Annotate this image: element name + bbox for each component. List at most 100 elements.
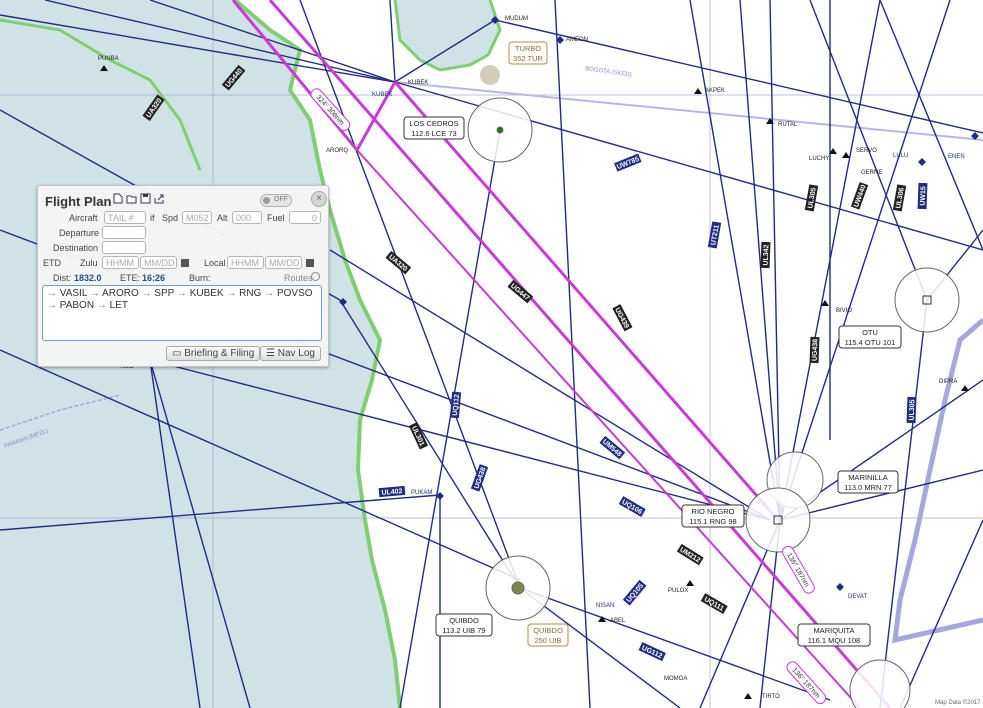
navaid-freq: 113.0 MRN 77 xyxy=(844,483,892,492)
distance-label: Dist: xyxy=(53,273,71,283)
ete-value: 16:26 xyxy=(142,273,166,283)
aircraft-input[interactable]: TAIL # xyxy=(104,211,146,224)
zulu-date-input[interactable]: MM/DD xyxy=(140,256,177,269)
waypoint-label: KUBEK xyxy=(372,92,392,98)
waypoint-label: ABEL xyxy=(610,618,626,624)
airway-label: UT211 xyxy=(710,224,720,246)
route-arrow-icon: → xyxy=(141,288,152,299)
ete-label: ETE: xyxy=(120,273,141,283)
coastline-gulf xyxy=(0,18,202,171)
route-waypoint: SPP xyxy=(154,288,175,299)
altitude-input[interactable]: 000 xyxy=(232,211,262,224)
waypoint-label: ARORQ xyxy=(326,148,348,154)
routes-settings-icon[interactable] xyxy=(311,272,320,281)
vor-compass-rose-mariquita xyxy=(849,659,911,708)
copyright-label: Map Data ©2017 xyxy=(935,699,981,706)
vor-compass-rose-los-cedros xyxy=(467,97,533,163)
navaid-name: QUIBDO xyxy=(533,626,563,635)
waypoint-label: GERNE xyxy=(861,170,882,176)
navaid-freq: 116.1 MQU 108 xyxy=(808,636,860,645)
navaid-name: RIO NEGRO xyxy=(692,507,735,516)
waypoint-label: ENEN xyxy=(948,154,965,160)
calendar-icon[interactable] xyxy=(181,259,189,267)
waypoint-label: LUCHY xyxy=(809,156,829,162)
fir-boundary xyxy=(892,318,983,644)
share-icon[interactable] xyxy=(154,193,165,204)
route-leg-label: 136° 187nm xyxy=(790,666,821,700)
waypoint-label: MUDUM xyxy=(505,16,528,22)
briefing-filing-button[interactable]: ▭ Briefing & Filing xyxy=(166,346,261,361)
ndb-turbo-symbol xyxy=(480,65,500,85)
departure-label: Departure xyxy=(59,228,100,238)
fir-label: BOGOTA (SKED) xyxy=(585,66,632,78)
route-waypoint: ARORO xyxy=(102,288,139,299)
navaid-freq: 112.6 LCE 73 xyxy=(411,129,456,138)
waypoint-label: RUTAL xyxy=(778,122,798,128)
zulu-time-input[interactable]: HHMM xyxy=(102,256,139,269)
fuel-input[interactable]: 0 xyxy=(289,211,321,224)
waypoint-label: MOMGA xyxy=(664,676,687,682)
waypoint-label: PUNBA xyxy=(98,56,119,62)
waypoint-label: KILO xyxy=(120,364,134,370)
toggle-label: OFF xyxy=(274,196,288,203)
route-waypoint: RNG xyxy=(239,288,262,299)
navaid-name: QUIBDO xyxy=(449,616,479,625)
waypoint-label: TIRTO xyxy=(762,694,780,700)
waypoint-label: BIVIO xyxy=(836,308,852,314)
waypoint-triangles xyxy=(100,65,969,699)
print-icon: ▭ xyxy=(172,348,185,359)
navaid-name: MARIQUITA xyxy=(813,626,854,635)
distance-value: 1832.0 xyxy=(74,273,102,283)
land-area-north xyxy=(395,0,500,70)
navaid-box-group: TURBO 352 TUR LOS CEDROS 112.6 LCE 73 OT… xyxy=(403,41,902,647)
waypoint-label: PUKAM xyxy=(411,490,432,496)
new-document-icon[interactable] xyxy=(112,193,123,204)
route-arrow-icon: → xyxy=(47,300,57,311)
route-arrow-icon: → xyxy=(47,288,57,299)
airway-label: UL306 xyxy=(895,187,906,209)
speed-input[interactable]: M052 xyxy=(182,211,212,224)
route-arrow-icon: → xyxy=(264,288,275,299)
departure-input[interactable] xyxy=(102,226,146,239)
save-icon[interactable] xyxy=(140,193,151,204)
airway-label: UL342 xyxy=(763,244,771,265)
local-date-input[interactable]: MM/DD xyxy=(265,256,302,269)
coastline-north xyxy=(393,0,502,72)
burn-label: Burn: xyxy=(189,273,211,283)
nav-log-label: Nav Log xyxy=(277,348,315,359)
navaid-name: OTU xyxy=(862,328,878,337)
waypoint-label: KUBEK xyxy=(408,80,428,86)
aircraft-label: Aircraft xyxy=(69,213,98,223)
route-arrow-icon: → xyxy=(226,288,237,299)
airway-label: UL402 xyxy=(381,488,403,497)
destination-label: Destination xyxy=(53,243,99,253)
route-waypoint: LET xyxy=(109,300,128,311)
fuel-label: Fuel xyxy=(267,213,285,223)
if-label: if xyxy=(150,213,155,223)
airway-label: UG438 xyxy=(812,339,820,362)
navaid-name: MARINILLA xyxy=(848,473,888,482)
fir-boundary-west xyxy=(0,394,121,431)
flight-plan-panel[interactable]: Flight Plan OFF × Aircraft TAIL # if Spd… xyxy=(37,185,329,367)
flight-plan-toggle[interactable]: OFF xyxy=(260,194,292,207)
route-waypoint: POVSO xyxy=(276,288,313,299)
destination-input[interactable] xyxy=(102,241,146,254)
route-waypoint: KUBEK xyxy=(189,288,224,299)
route-arrow-icon: → xyxy=(176,288,187,299)
altitude-label: Alt xyxy=(217,213,228,223)
waypoint-label: SERVO xyxy=(856,148,877,154)
close-icon[interactable]: × xyxy=(311,191,327,207)
open-folder-icon[interactable] xyxy=(126,193,137,204)
route-textarea[interactable]: → VASIL → ARORO → SPP → KUBEK → RNG → PO… xyxy=(42,285,322,341)
calendar-icon[interactable] xyxy=(306,259,314,267)
fir-boundary-bogota xyxy=(394,81,983,141)
vor-compass-rose-rio-negro xyxy=(745,487,811,553)
airway-label: UL305 xyxy=(909,399,917,420)
waypoint-label: DEVAT xyxy=(848,594,867,600)
local-time-input[interactable]: HHMM xyxy=(227,256,264,269)
nav-log-button[interactable]: ☰ Nav Log xyxy=(260,346,321,361)
flight-route xyxy=(231,0,892,708)
navaid-freq: 115.1 RNG 98 xyxy=(689,517,736,526)
routes-link[interactable]: Routes xyxy=(284,273,313,283)
zulu-label: Zulu xyxy=(80,258,98,268)
